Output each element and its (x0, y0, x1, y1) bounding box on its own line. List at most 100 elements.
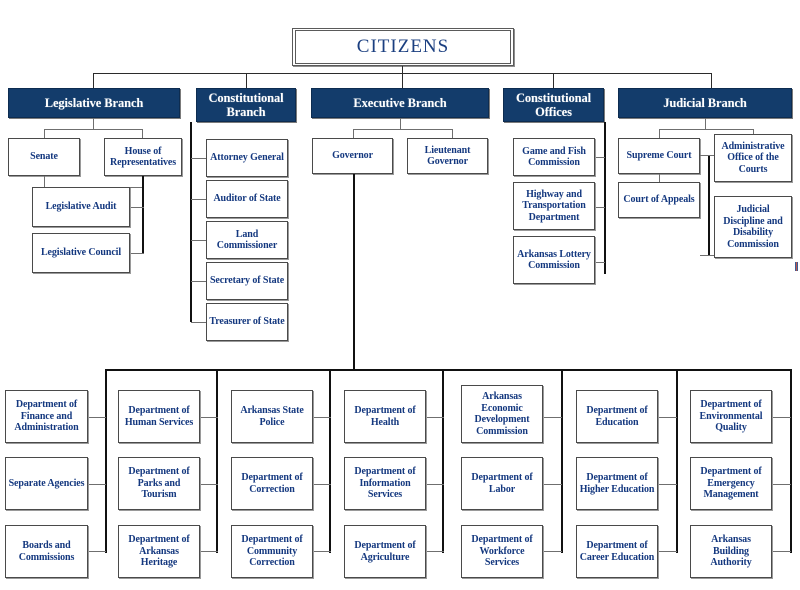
connector-dept-col-trunk-2 (329, 369, 331, 553)
node-game-and-fish-commission[interactable]: Game and Fish Commission (513, 138, 595, 176)
node-department-3-1-label: Department of Information Services (354, 466, 416, 501)
node-department-0-1-label: Separate Agencies (8, 477, 85, 489)
node-legislative-council[interactable]: Legislative Council (32, 233, 130, 273)
node-department-0-2-label: Boards and Commissions (18, 540, 75, 563)
node-attorney-general[interactable]: Attorney General (206, 139, 288, 177)
node-department-2-1[interactable]: Department of Correction (231, 457, 313, 510)
connector-dept-stub-5-1 (658, 484, 677, 485)
node-land-commissioner[interactable]: Land Commissioner (206, 221, 288, 259)
node-legislative-audit[interactable]: Legislative Audit (32, 187, 130, 227)
node-department-4-0[interactable]: Arkansas Economic Development Commission (461, 385, 543, 443)
node-department-6-1-label: Department of Emergency Management (700, 466, 762, 501)
node-department-6-1[interactable]: Department of Emergency Management (690, 457, 772, 510)
connector-dept-stub-0-0 (88, 417, 106, 418)
node-department-0-0-label: Department of Finance and Administration (14, 399, 79, 434)
connector-dept-stub-6-1 (772, 484, 791, 485)
node-court-of-appeals-label: Court of Appeals (623, 194, 695, 206)
connector-constitutional-link-2 (191, 240, 206, 241)
node-senate-label: Senate (30, 151, 58, 163)
connector-legislative-drop-senate (44, 129, 45, 138)
connector-dept-stub-5-2 (658, 551, 677, 552)
node-department-5-0-label: Department of Education (586, 405, 648, 428)
connector-drop-executive (402, 73, 403, 88)
node-treasurer-of-state-label: Treasurer of State (209, 316, 285, 328)
branch-header-const-offices-label: Constitutional Offices (515, 91, 591, 119)
node-department-1-1[interactable]: Department of Parks and Tourism (118, 457, 200, 510)
connector-legislative-drop-house (142, 129, 143, 138)
node-game-and-fish-commission-label: Game and Fish Commission (522, 145, 586, 169)
branch-header-judicial[interactable]: Judicial Branch (618, 88, 792, 118)
node-judicial-discipline-and-disability-commission[interactable]: Judicial Discipline and Disability Commi… (714, 196, 792, 258)
connector-judicial-stem (705, 118, 706, 129)
node-department-1-0[interactable]: Department of Human Services (118, 390, 200, 443)
connector-dept-stub-0-2 (88, 551, 106, 552)
node-department-5-1[interactable]: Department of Higher Education (576, 457, 658, 510)
connector-constitutional-link-3 (191, 281, 206, 282)
node-highway-and-transportation-department-label: Highway and Transportation Department (522, 188, 586, 223)
connector-supreme-to-appeals (659, 174, 660, 182)
node-legislative-council-label: Legislative Council (40, 247, 122, 259)
node-administrative-office-of-the-courts[interactable]: Administrative Office of the Courts (714, 134, 792, 182)
node-lieutenant-governor[interactable]: Lieutenant Governor (407, 138, 488, 174)
branch-header-constitutional[interactable]: Constitutional Branch (196, 88, 296, 122)
node-department-6-2-label: Arkansas Building Authority (710, 534, 752, 569)
node-department-0-2[interactable]: Boards and Commissions (5, 525, 88, 578)
node-department-3-2[interactable]: Department of Agriculture (344, 525, 426, 578)
branch-header-judicial-label: Judicial Branch (663, 96, 747, 110)
node-supreme-court-label: Supreme Court (626, 150, 692, 162)
node-department-5-1-label: Department of Higher Education (579, 472, 655, 495)
connector-dept-stub-4-0 (543, 417, 562, 418)
node-auditor-of-state[interactable]: Auditor of State (206, 180, 288, 218)
connector-const-offices-trunk (604, 122, 606, 274)
node-department-4-1[interactable]: Department of Labor (461, 457, 543, 510)
node-department-0-1[interactable]: Separate Agencies (5, 457, 88, 510)
node-department-0-0[interactable]: Department of Finance and Administration (5, 390, 88, 443)
connector-executive-drop-lt-governor (452, 129, 453, 138)
node-lieutenant-governor-label: Lieutenant Governor (424, 144, 471, 168)
connector-judicial-drop-admin (753, 129, 754, 138)
node-department-4-2[interactable]: Department of Workforce Services (461, 525, 543, 578)
node-supreme-court[interactable]: Supreme Court (618, 138, 700, 174)
node-department-6-2[interactable]: Arkansas Building Authority (690, 525, 772, 578)
node-senate[interactable]: Senate (8, 138, 80, 176)
connector-const-offices-link-1 (594, 207, 605, 208)
branch-header-executive[interactable]: Executive Branch (311, 88, 489, 118)
node-house-of-representatives[interactable]: House of Representatives (104, 138, 182, 176)
node-department-6-0[interactable]: Department of Environmental Quality (690, 390, 772, 443)
connector-legislative-bus (44, 129, 142, 130)
branch-header-constitutional-label: Constitutional Branch (208, 91, 284, 119)
branch-header-legislative[interactable]: Legislative Branch (8, 88, 180, 118)
node-attorney-general-label: Attorney General (210, 152, 284, 164)
connector-dept-col-trunk-0 (105, 369, 107, 553)
node-treasurer-of-state[interactable]: Treasurer of State (206, 303, 288, 341)
node-governor[interactable]: Governor (312, 138, 393, 174)
connector-judicial-office-link-1 (700, 255, 714, 256)
connector-dept-stub-1-0 (200, 417, 218, 418)
node-department-5-0[interactable]: Department of Education (576, 390, 658, 443)
node-secretary-of-state[interactable]: Secretary of State (206, 262, 288, 300)
node-arkansas-lottery-commission[interactable]: Arkansas Lottery Commission (513, 236, 595, 284)
node-department-3-1[interactable]: Department of Information Services (344, 457, 426, 510)
node-department-4-1-label: Department of Labor (471, 472, 533, 495)
node-department-6-0-label: Department of Environmental Quality (699, 399, 763, 434)
connector-constitutional-link-4 (191, 322, 206, 323)
branch-header-const-offices[interactable]: Constitutional Offices (503, 88, 604, 122)
node-legislative-audit-label: Legislative Audit (45, 201, 117, 213)
node-department-2-1-label: Department of Correction (241, 472, 303, 495)
connector-dept-col-trunk-5 (676, 369, 678, 553)
node-department-1-1-label: Department of Parks and Tourism (128, 466, 190, 501)
node-land-commissioner-label: Land Commissioner (216, 228, 278, 252)
node-department-1-2[interactable]: Department of Arkansas Heritage (118, 525, 200, 578)
node-department-2-0[interactable]: Arkansas State Police (231, 390, 313, 443)
node-department-5-2[interactable]: Department of Career Education (576, 525, 658, 578)
branch-header-executive-label: Executive Branch (353, 96, 447, 110)
node-highway-and-transportation-department[interactable]: Highway and Transportation Department (513, 182, 595, 230)
connector-dept-stub-3-1 (426, 484, 444, 485)
node-judicial-discipline-and-disability-commission-label: Judicial Discipline and Disability Commi… (723, 204, 783, 250)
node-department-3-0-label: Department of Health (354, 405, 416, 428)
node-department-3-0[interactable]: Department of Health (344, 390, 426, 443)
branch-header-legislative-label: Legislative Branch (44, 96, 144, 110)
node-department-2-2[interactable]: Department of Community Correction (231, 525, 313, 578)
connector-const-offices-link-0 (594, 157, 605, 158)
node-court-of-appeals[interactable]: Court of Appeals (618, 182, 700, 218)
